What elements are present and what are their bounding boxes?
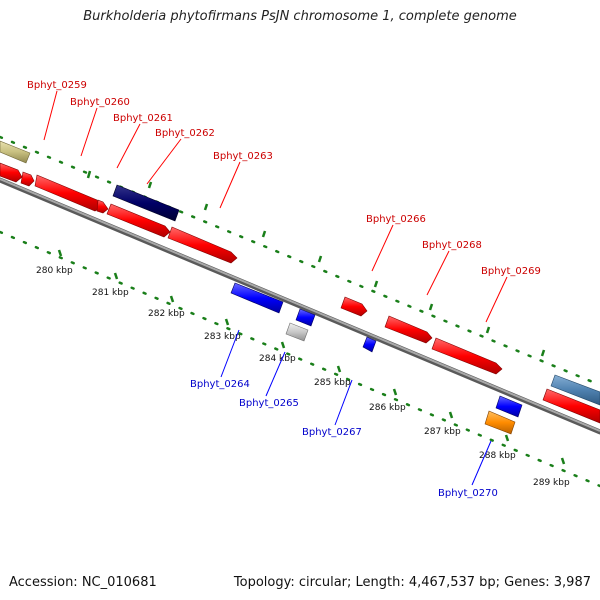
gene-label-reverse[interactable]: Bphyt_0267 [302,427,362,438]
map-title: Burkholderia phytofirmans PsJN chromosom… [83,9,517,24]
gene-arrow-red[interactable] [340,296,368,317]
major-tick [336,365,342,373]
major-tick [428,303,434,311]
major-tick [261,230,267,238]
gene-arrow-red[interactable] [96,199,109,214]
major-tick [448,411,454,419]
gene-label-forward[interactable]: Bphyt_0269 [481,266,541,277]
gene-arrow-red[interactable] [34,174,103,212]
major-tick [224,318,230,326]
gene-arrow-red[interactable] [20,171,35,187]
scale-label: 285 kbp [314,378,351,388]
major-tick [280,341,286,349]
gene-label-forward[interactable]: Bphyt_0263 [213,151,273,162]
reverse-gene-labels: Bphyt_0264 Bphyt_0265 Bphyt_0267 Bphyt_0… [190,379,498,499]
major-tick [540,349,546,357]
gene-label-reverse[interactable]: Bphyt_0264 [190,379,250,390]
gene-arrow-olive[interactable] [0,140,31,164]
major-tick [147,181,153,189]
scale-label: 283 kbp [204,332,241,342]
major-tick [373,280,379,288]
scale-label: 289 kbp [533,478,570,488]
major-tick [113,272,119,280]
major-tick [485,326,491,334]
reverse-gene-track [230,282,523,435]
forward-gene-track [0,140,600,424]
major-tick [169,295,175,303]
topology-text: Topology: circular; Length: 4,467,537 bp… [233,575,591,590]
gene-label-forward[interactable]: Bphyt_0261 [113,113,173,124]
scale-label: 284 kbp [259,354,296,364]
gene-arrow-blue[interactable] [495,395,523,418]
gene-arrow-red[interactable] [431,337,503,375]
gene-label-reverse[interactable]: Bphyt_0270 [438,488,498,499]
major-tick [86,170,92,179]
forward-gene-labels: Bphyt_0259 Bphyt_0260 Bphyt_0261 Bphyt_0… [27,80,541,277]
reverse-callout-lines [220,329,492,486]
gene-arrow-grey[interactable] [285,322,309,342]
scale-label: 286 kbp [369,403,406,413]
gene-label-forward[interactable]: Bphyt_0268 [422,240,482,251]
gene-arrow-red[interactable] [384,315,433,344]
scale-label: 282 kbp [148,309,185,319]
gene-arrow-blue[interactable] [362,336,377,353]
scale-label: 288 kbp [479,451,516,461]
major-tick [317,255,323,263]
outer-tick-track [0,135,600,387]
gene-label-forward[interactable]: Bphyt_0260 [70,97,130,108]
scale-label: 281 kbp [92,288,129,298]
gene-label-forward[interactable]: Bphyt_0259 [27,80,87,91]
scale-label: 280 kbp [36,266,73,276]
gene-label-forward[interactable]: Bphyt_0262 [155,128,215,139]
gene-label-forward[interactable]: Bphyt_0266 [366,214,426,225]
major-tick [560,457,566,465]
gene-arrow-orange[interactable] [484,410,516,435]
gene-arrow-red[interactable] [542,388,600,424]
gene-arrow-red[interactable] [167,226,238,264]
major-tick [392,388,398,396]
scale-label: 287 kbp [424,427,461,437]
gene-arrow-navy[interactable] [112,184,180,222]
major-tick [203,203,209,211]
gene-label-reverse[interactable]: Bphyt_0265 [239,398,299,409]
gene-arrow-blue[interactable] [230,282,284,314]
inner-tick-track [0,230,600,488]
gene-arrow-steelblue[interactable] [550,374,600,406]
gene-arrow-red[interactable] [0,162,23,183]
sequence-backbone [0,177,600,435]
accession-text: Accession: NC_010681 [9,575,157,590]
major-tick [504,434,510,442]
major-tick [57,249,63,257]
gene-arrow-blue[interactable] [295,308,316,327]
gene-arrow-red[interactable] [106,203,171,238]
forward-callout-lines [43,90,508,323]
scale-labels: 280 kbp 281 kbp 282 kbp 283 kbp 284 kbp … [36,266,570,488]
